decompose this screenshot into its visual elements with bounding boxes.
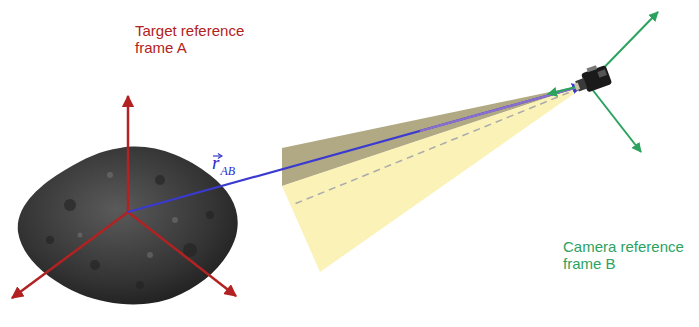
- position-vector: [128, 86, 582, 212]
- camera-icon: [571, 62, 613, 96]
- boresight-dashed: [292, 88, 580, 205]
- vector-symbol: r: [212, 152, 219, 174]
- vector-accent: [420, 86, 582, 131]
- vector-subscript: AB: [220, 164, 235, 178]
- frame-label: Camera reference frame B: [563, 238, 695, 272]
- camera-axes: [548, 12, 658, 152]
- view-cone: [282, 84, 588, 272]
- frame-label: Target reference frame A: [135, 22, 267, 56]
- target-axes: [12, 96, 236, 298]
- asteroid-texture: [46, 175, 214, 289]
